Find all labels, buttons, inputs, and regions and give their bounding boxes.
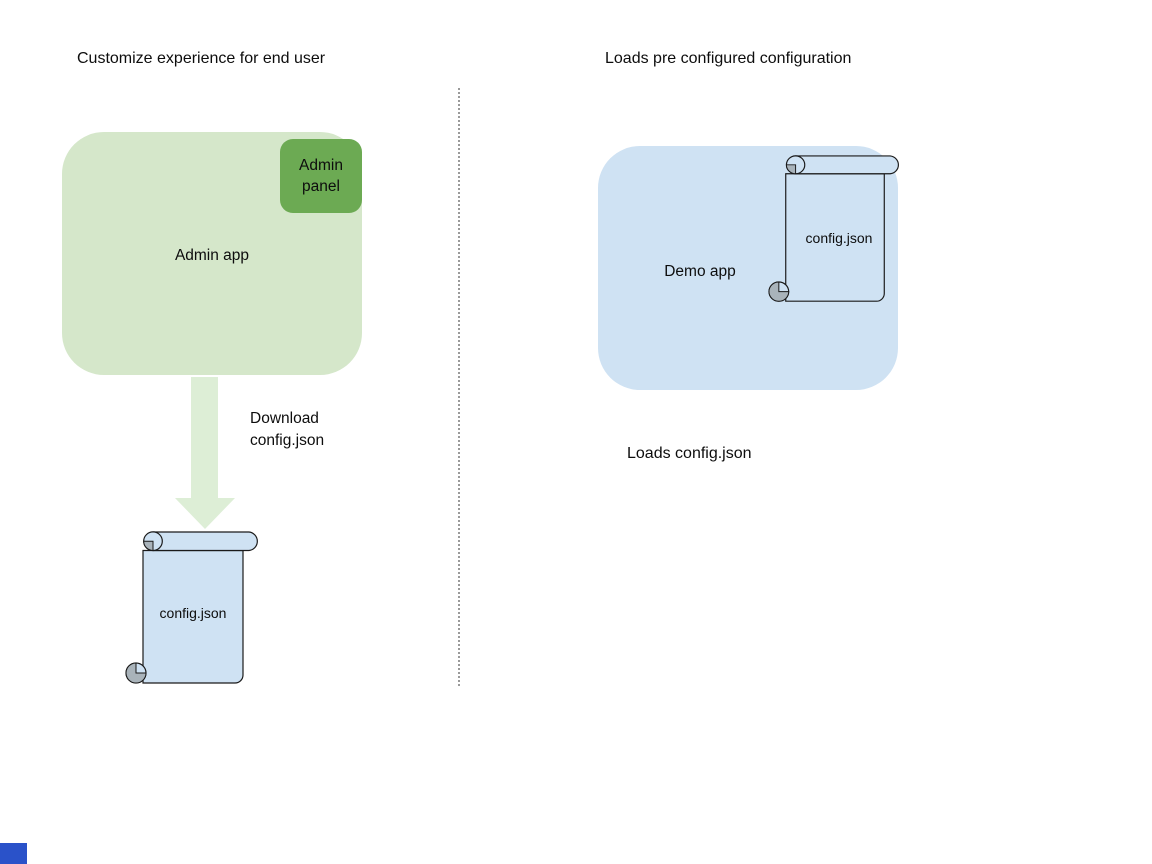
right-section-title: Loads pre configured configuration [605,50,852,67]
loads-config-caption: Loads config.json [627,445,752,462]
config-json-label-left: config.json [159,605,227,621]
download-config-label: Download config.json [250,410,325,449]
scroll-body [142,549,244,684]
scroll-bottom-curl-shade [768,281,790,302]
scroll-top-curl-shade [143,540,154,552]
scroll-bottom-curl-shade [125,662,147,684]
scroll-body [785,173,885,302]
download-arrow-shape [175,377,235,529]
admin-panel-label: Admin panel [299,157,343,195]
section-divider [458,88,460,686]
download-arrow-icon [175,377,235,529]
config-json-label-right: config.json [805,230,873,246]
admin-panel-box: Admin panel [280,139,362,213]
admin-app-label: Admin app [174,247,250,264]
left-section-title: Customize experience for end user [77,50,326,67]
config-file-scroll-icon [125,531,258,684]
demo-app-label: Demo app [664,263,736,280]
config-file-scroll-icon [768,155,899,302]
blue-corner-square [0,843,27,864]
scroll-top-curl-shade [785,164,797,175]
